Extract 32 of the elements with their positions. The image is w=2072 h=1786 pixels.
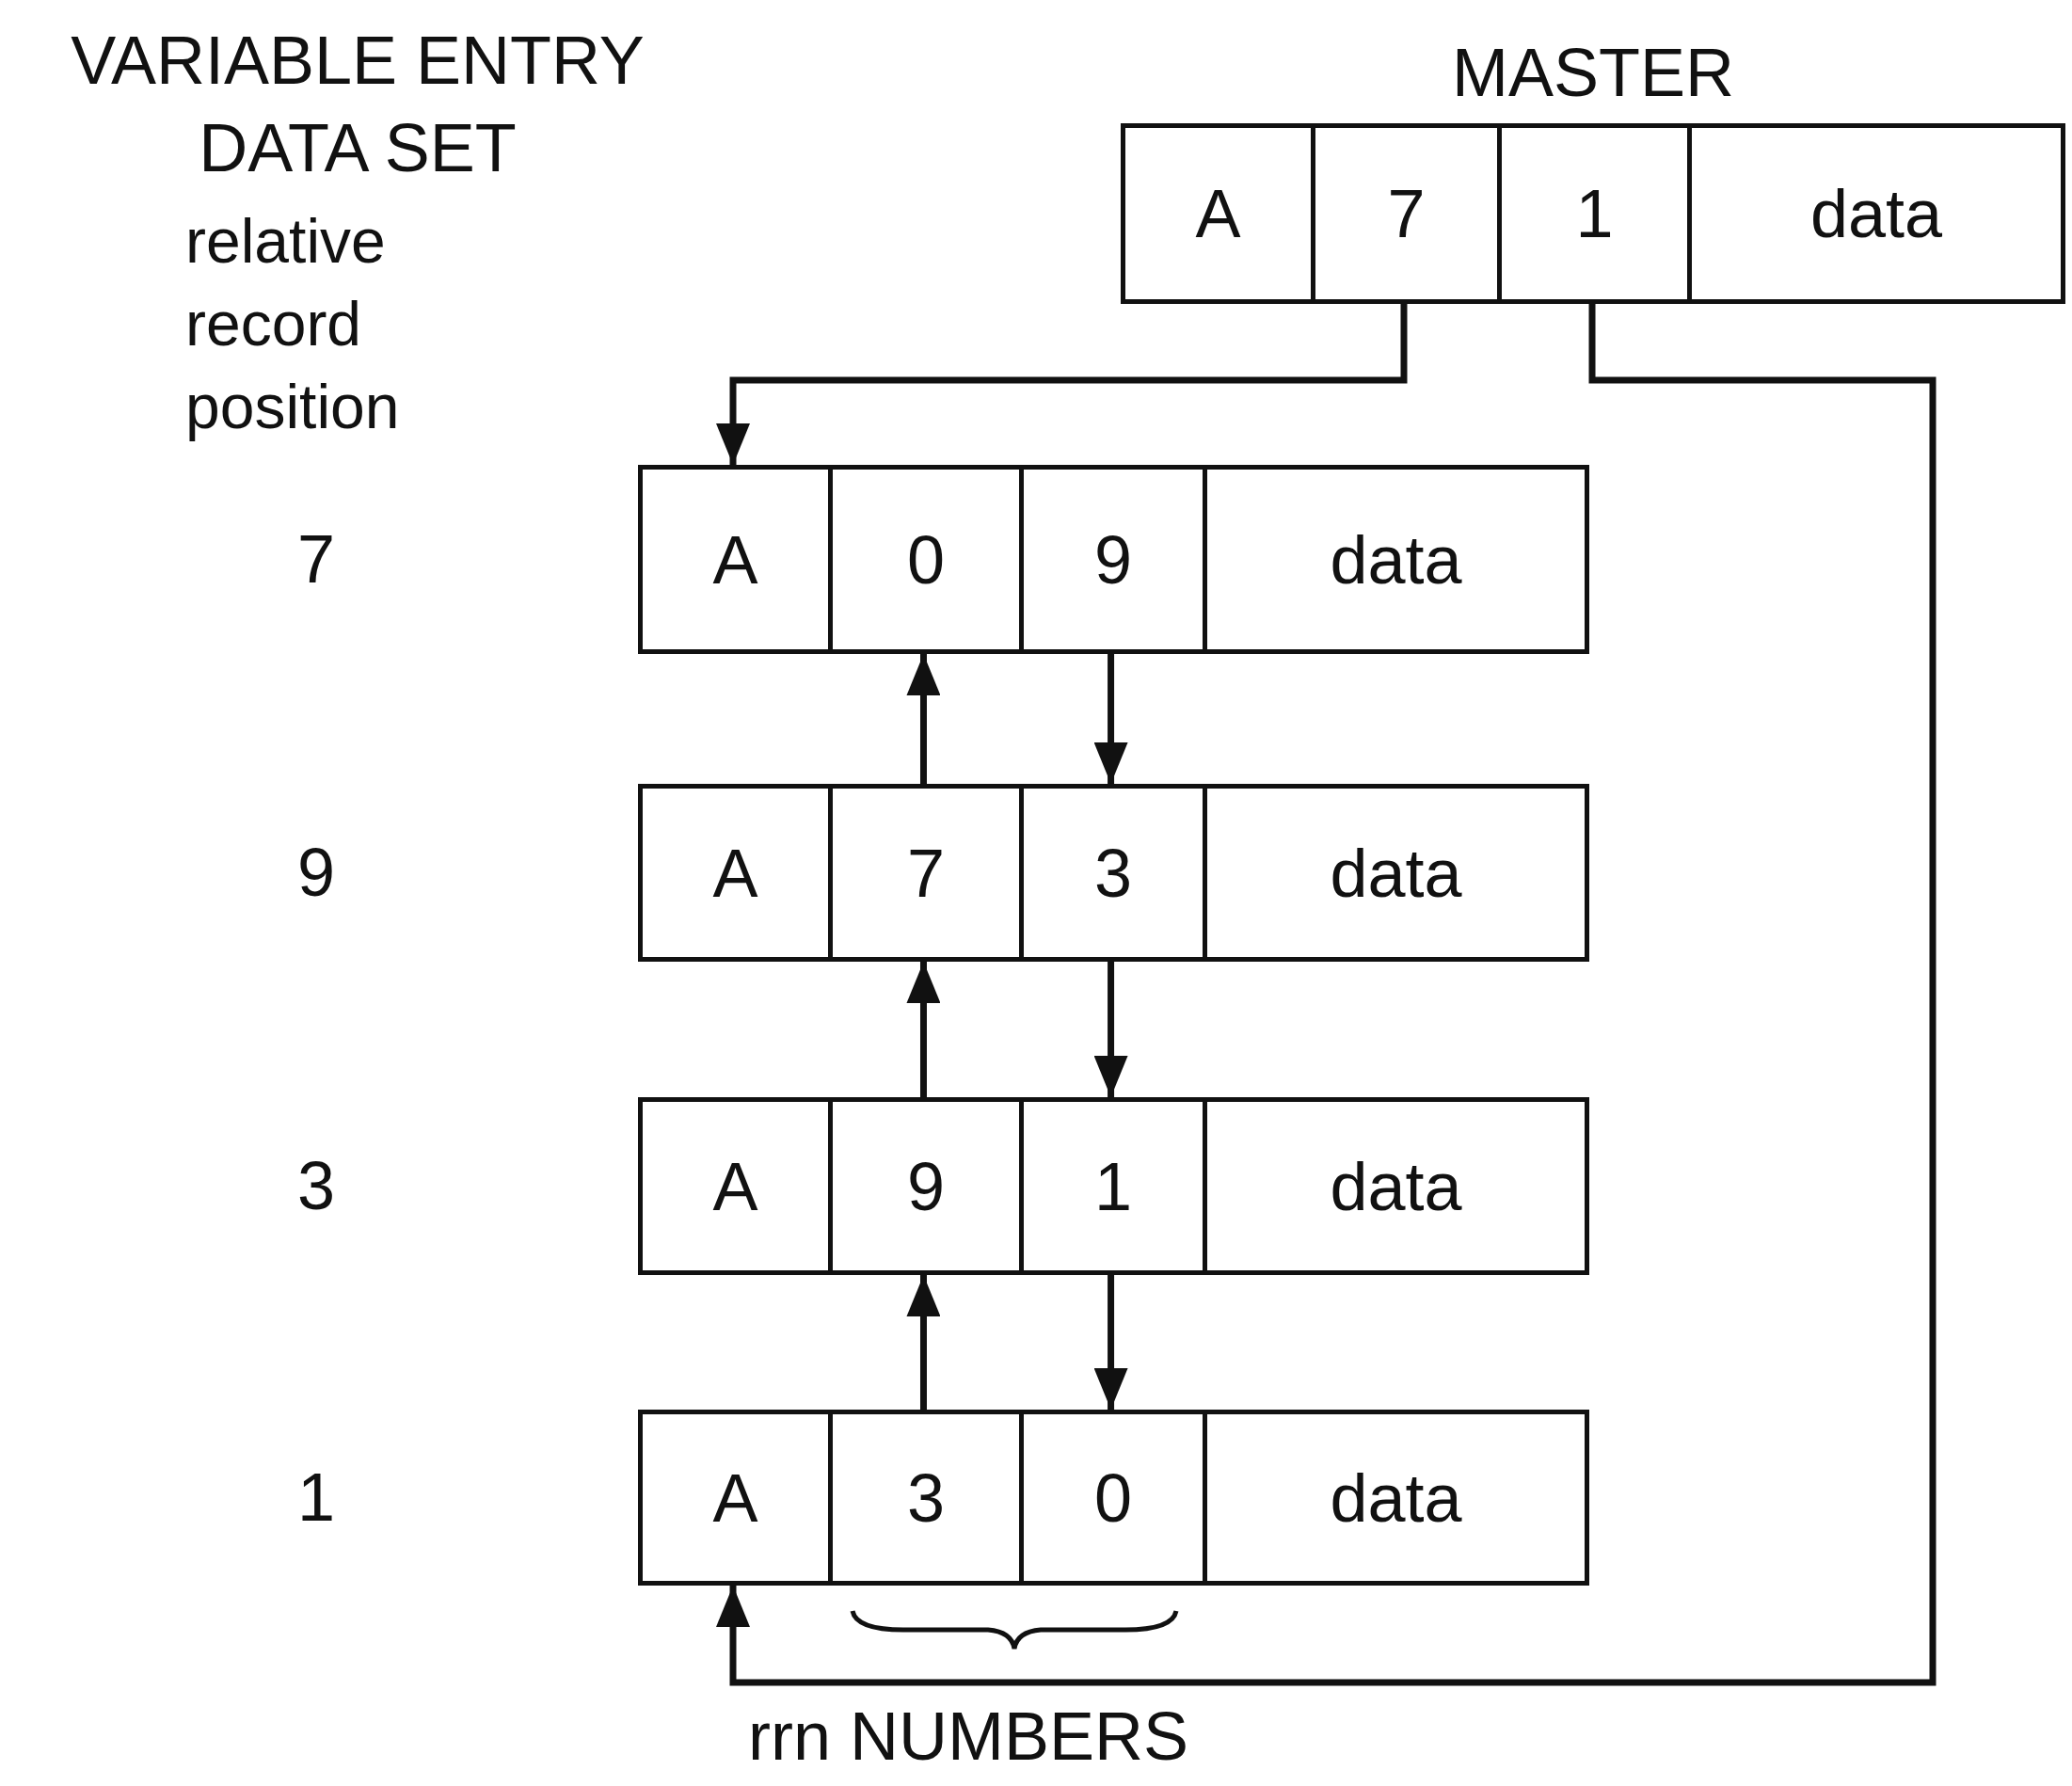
row-number: 3	[297, 1147, 337, 1225]
field-cell: 3	[828, 1414, 1019, 1581]
field-cell: 9	[1019, 470, 1203, 649]
record-box	[638, 465, 1589, 654]
row-number: 1	[297, 1459, 337, 1537]
field-cell: A	[643, 1414, 828, 1581]
field-cell: A	[1125, 128, 1311, 299]
record-box	[638, 784, 1589, 962]
field-cell: A	[643, 470, 828, 649]
axis-caption: relative record position	[185, 205, 401, 443]
field-cell: 0	[828, 470, 1019, 649]
brace-caption: rrn NUMBERS	[748, 1698, 1190, 1776]
field-cell: data	[1203, 789, 1585, 957]
field-cell: data	[1203, 1414, 1585, 1581]
field-cell: 9	[828, 1102, 1019, 1270]
field-cell: 1	[1019, 1102, 1203, 1270]
field-cell: 3	[1019, 789, 1203, 957]
field-cell: data	[1203, 470, 1585, 649]
data-set-heading: VARIABLE ENTRY DATA SET	[70, 22, 646, 187]
field-cell: data	[1687, 128, 2061, 299]
row-number: 9	[297, 834, 337, 912]
field-cell: 0	[1019, 1414, 1203, 1581]
field-cell: 1	[1497, 128, 1687, 299]
row-number: 7	[297, 520, 337, 598]
field-cell: 7	[1310, 128, 1498, 299]
field-cell: A	[643, 789, 828, 957]
field-cell: data	[1203, 1102, 1585, 1270]
field-cell: 7	[828, 789, 1019, 957]
record-heading: MASTER	[1451, 34, 1735, 111]
record-box	[638, 1097, 1589, 1275]
field-cell: A	[643, 1102, 828, 1270]
record-box	[638, 1410, 1589, 1586]
